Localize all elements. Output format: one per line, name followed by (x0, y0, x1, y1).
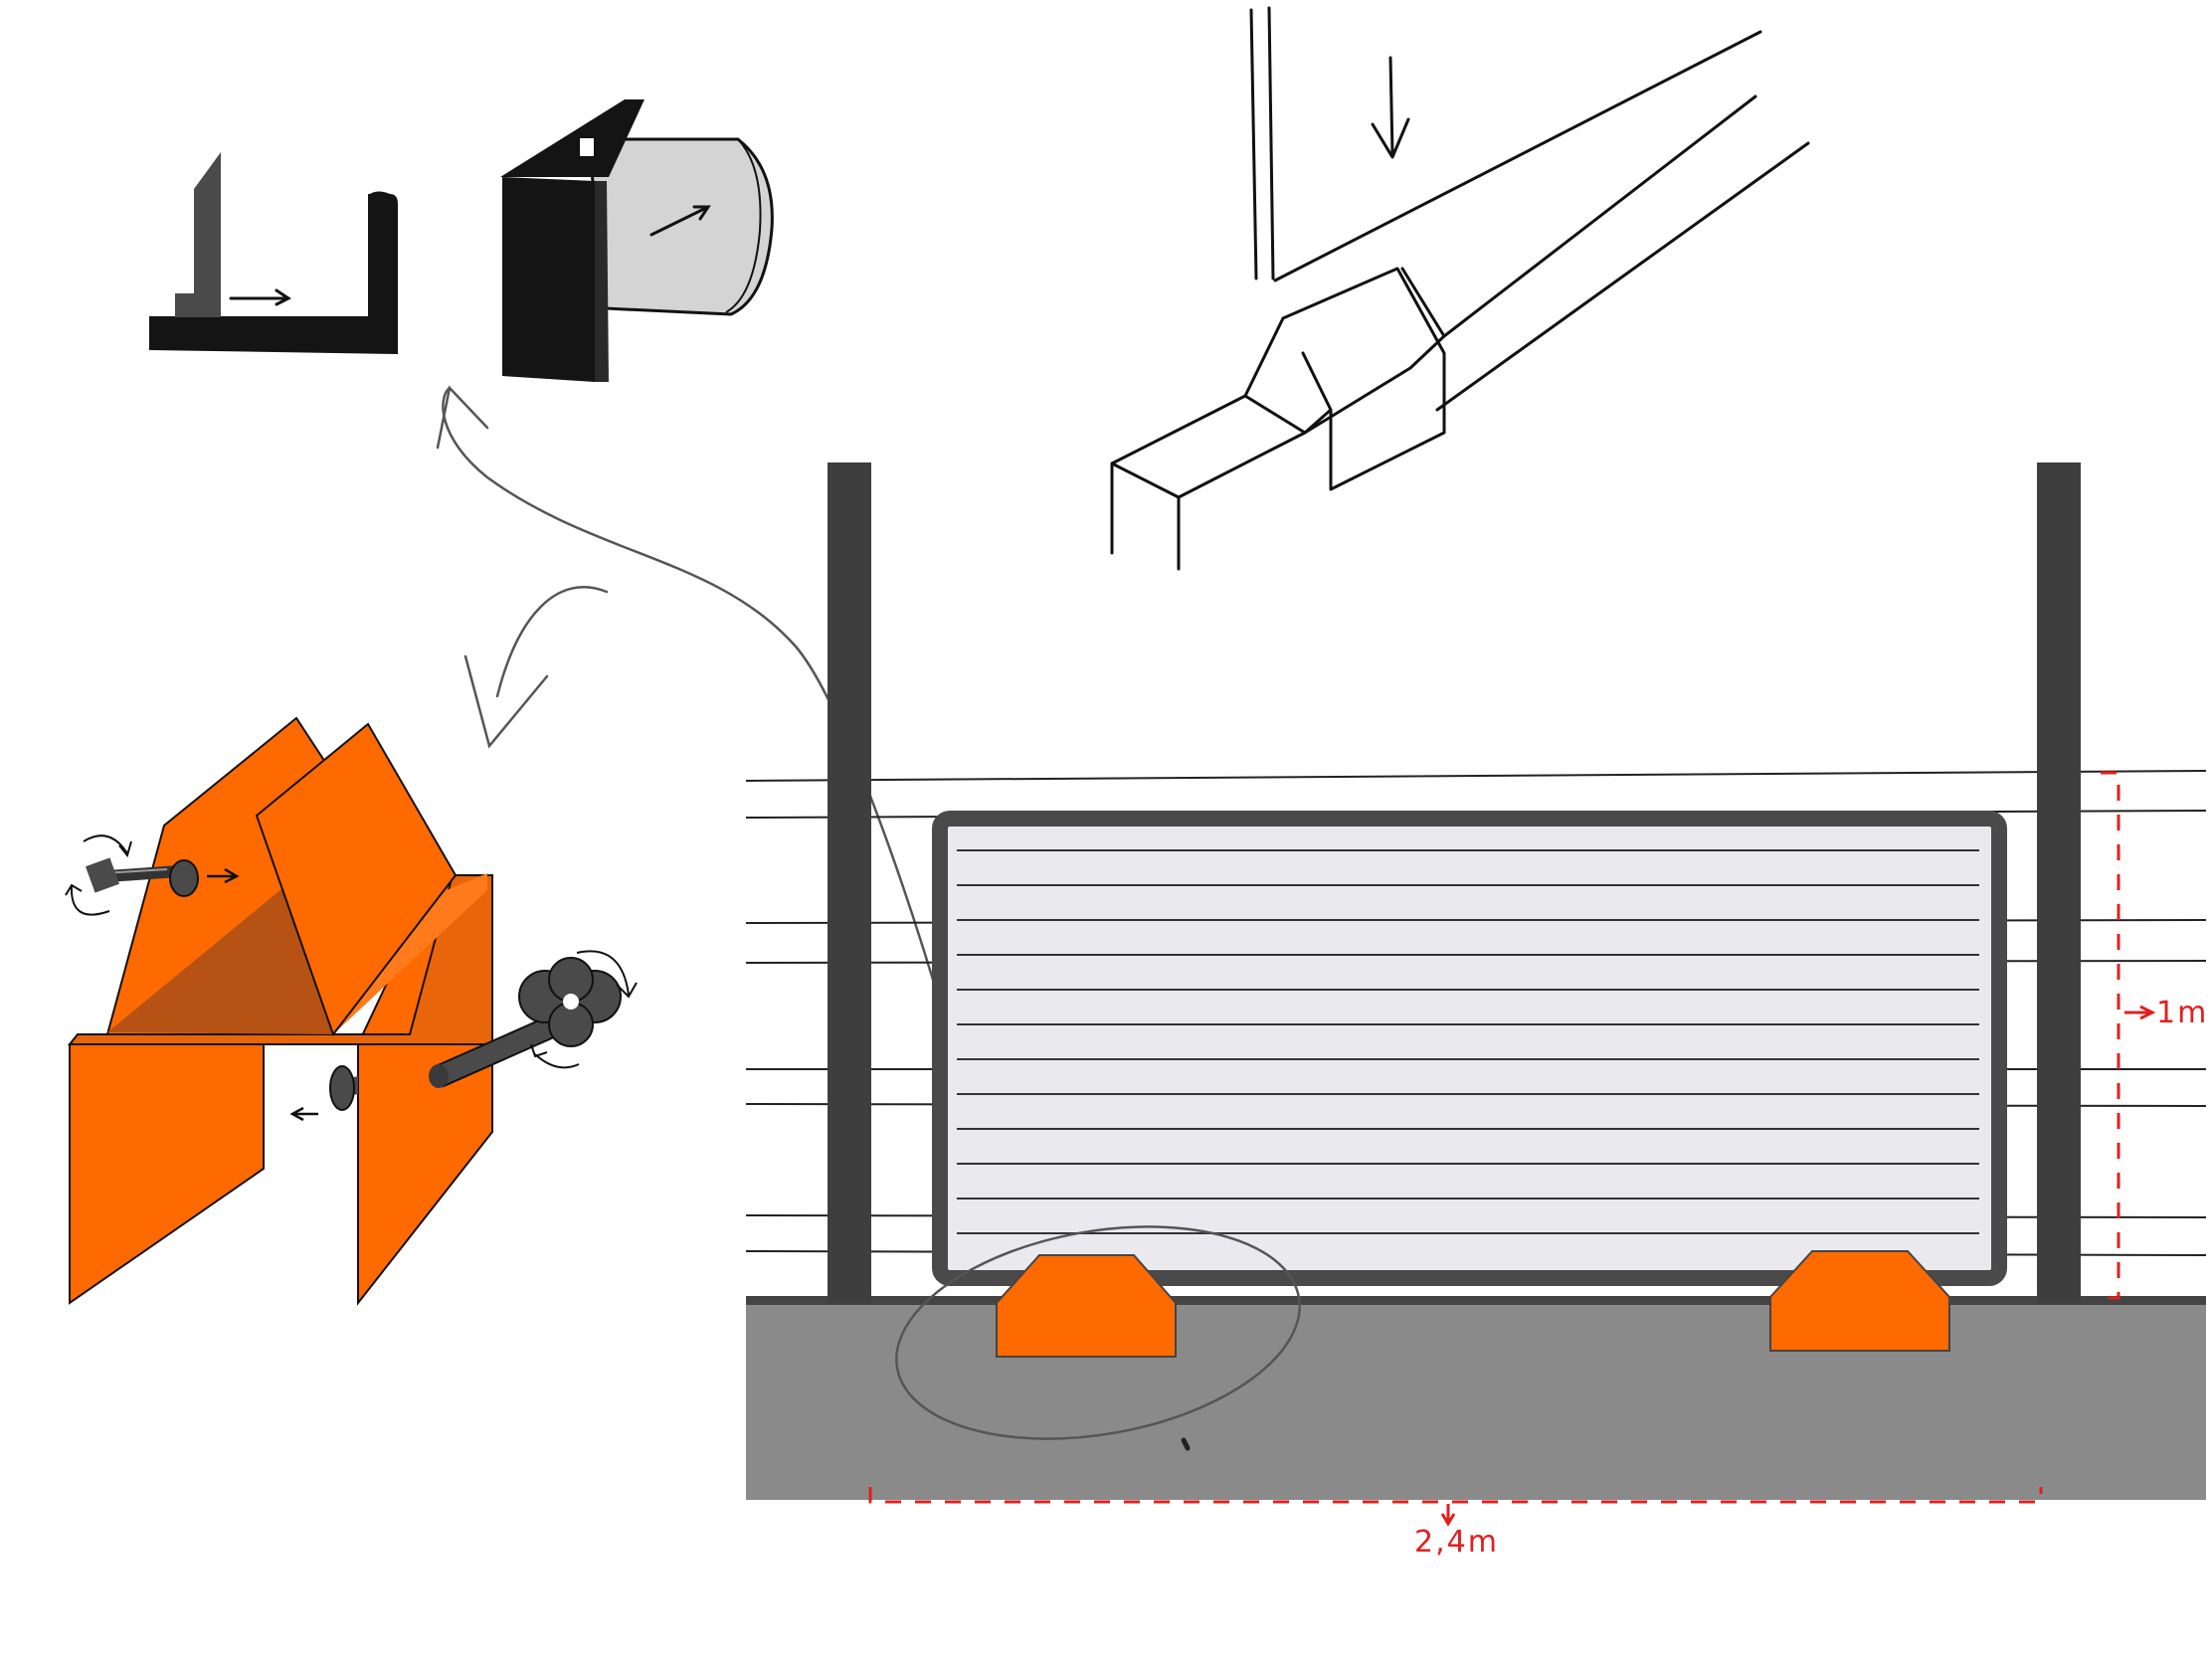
bracket-l-profile (149, 194, 398, 354)
bracket-tab-foot (175, 293, 221, 317)
down-arrow-icon (1371, 56, 1410, 159)
shaft-end-cap (429, 1064, 449, 1088)
rotate-arrow-icon (649, 205, 711, 237)
callout-curve-loop (495, 586, 609, 698)
width-label: 2,4m (1414, 1525, 1499, 1560)
slide-arrow-icon (229, 288, 291, 306)
wedge-shadow (107, 875, 333, 1034)
bolt-nut-square (85, 857, 120, 893)
clamp-foot-left (996, 1254, 1177, 1358)
ground-dot (1181, 1437, 1191, 1451)
clamp-inner-pin (289, 1065, 358, 1122)
side-bolt (65, 834, 240, 916)
bolt-head (169, 859, 199, 897)
pin-head (329, 1065, 355, 1111)
height-label: 1m (2156, 996, 2208, 1030)
drum-end-edge (725, 138, 762, 313)
rotate-arrow-top-icon (576, 950, 638, 999)
fence-panel (932, 811, 2007, 1286)
width-dimension-arrow-icon (1440, 1504, 1456, 1527)
fence-installation-scene: 1m 2,4m (745, 462, 2208, 1560)
clamp-left-leg (69, 1043, 265, 1305)
rail-lines (1110, 30, 1810, 499)
height-dimension-line (2101, 771, 2120, 1300)
bracket-top-flange (500, 99, 645, 177)
vertical-post-lines (1249, 6, 1275, 280)
clamp-foot-right (1769, 1250, 1950, 1352)
bracket-3d-sketch (500, 99, 774, 382)
panel-slats (957, 849, 1979, 1234)
height-dimension-arrow-icon (2124, 1005, 2156, 1020)
bracket-back-panel (595, 181, 609, 382)
bracket-profile-hook (370, 191, 398, 224)
rotate-arrow-bottom-icon (530, 1043, 580, 1069)
bracket-vertical-tab (194, 152, 221, 316)
clamp-saddle-outline (1243, 267, 1446, 491)
width-dimension-line (868, 1487, 2043, 1504)
pin-arrow-icon (289, 1106, 318, 1122)
left-fence-post (828, 462, 871, 1303)
bracket-profile-sketch (149, 152, 398, 354)
height-dimension: 1m (2101, 771, 2208, 1300)
thumbscrew-center (563, 994, 579, 1010)
orange-clamp-assembly (65, 716, 638, 1306)
callout-arrows (436, 385, 997, 1217)
rail-end-face (1110, 461, 1181, 571)
ground-base (746, 1301, 2206, 1500)
wedge-front-plate (255, 722, 458, 1037)
drum-body (587, 137, 774, 316)
latch-tab (578, 136, 596, 158)
rotate-ccw-icon (65, 883, 110, 916)
right-fence-post (2037, 462, 2081, 1303)
tighten-arrow-icon (207, 867, 240, 884)
callout-arrowhead-left (463, 654, 549, 749)
clamp-thumbscrew (429, 950, 638, 1088)
width-dimension: 2,4m (868, 1487, 2043, 1560)
rotate-cw-icon (83, 834, 132, 858)
clamp-on-rail-sketch (1110, 6, 1810, 571)
callout-curve-main (442, 386, 997, 1217)
ground-top-edge (746, 1296, 2206, 1305)
callout-circle (895, 1225, 1301, 1440)
bracket-side-panel (502, 177, 595, 382)
callout-arrowhead-top (436, 385, 489, 450)
